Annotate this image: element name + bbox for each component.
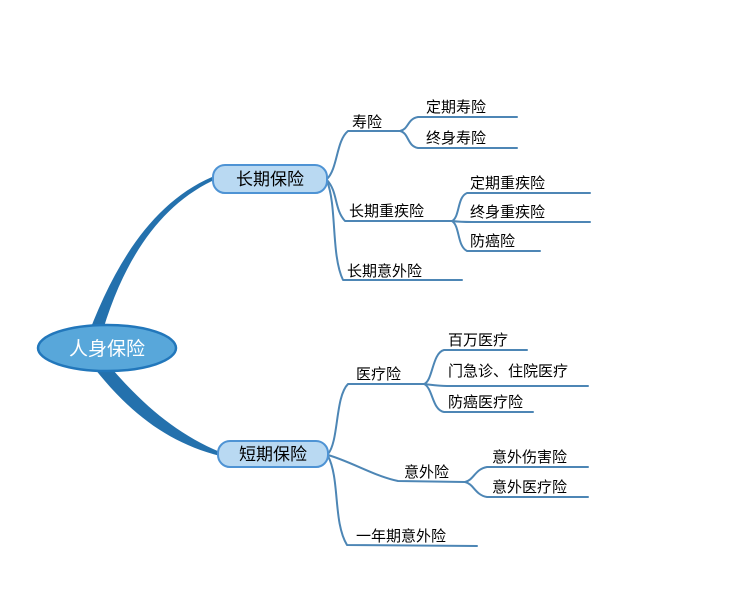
connector-cancer: [451, 220, 541, 252]
node-accidental-injury[interactable]: 意外伤害险: [492, 448, 567, 466]
root-node-shape[interactable]: [36, 323, 178, 373]
node-cancer-medical[interactable]: 防癌医疗险: [448, 394, 523, 411]
node-life-insurance[interactable]: 寿险: [352, 114, 382, 131]
node-one-year-accident[interactable]: 一年期意外险: [356, 527, 446, 545]
node-short-term-insurance-label: 短期保险: [239, 445, 307, 464]
connector-term-life: [399, 116, 518, 132]
connector-whole-life: [399, 130, 518, 149]
root-node-label: 人身保险: [69, 338, 145, 360]
node-cancer-insurance[interactable]: 防癌险: [470, 233, 515, 250]
root-node[interactable]: 人身保险: [36, 323, 178, 373]
connector-million-medical: [423, 349, 528, 385]
node-whole-life-critical-illness[interactable]: 终身重疾险: [470, 204, 545, 221]
node-term-critical-illness[interactable]: 定期重疾险: [470, 175, 545, 192]
connector-life-insurance: [326, 130, 401, 180]
connector-one-year-accident: [327, 455, 478, 547]
connector-whole-critical: [451, 220, 591, 223]
node-accident-insurance[interactable]: 意外险: [404, 463, 449, 481]
node-long-term-critical-illness[interactable]: 长期重疾险: [349, 203, 424, 220]
connector-cancer-medical: [423, 383, 534, 413]
node-long-term-insurance-label: 长期保险: [236, 170, 304, 189]
node-whole-life[interactable]: 终身寿险: [426, 130, 486, 147]
node-medical-insurance[interactable]: 医疗险: [356, 366, 401, 383]
node-million-medical[interactable]: 百万医疗: [448, 332, 508, 349]
node-accident-medical-insurance[interactable]: 意外医疗险: [492, 478, 567, 496]
node-long-term-insurance[interactable]: 长期保险: [212, 164, 328, 194]
branch-curve-short-term: [85, 352, 220, 456]
connector-outpatient-medical: [423, 383, 589, 387]
connector-term-critical: [451, 192, 591, 222]
node-short-term-insurance[interactable]: 短期保险: [217, 440, 329, 468]
node-term-life[interactable]: 定期寿险: [426, 99, 486, 116]
node-long-term-accident[interactable]: 长期意外险: [347, 262, 422, 280]
node-short-term-insurance-box[interactable]: [217, 440, 329, 468]
connector-accidental-injury: [464, 466, 589, 483]
connector-accident: [327, 454, 466, 483]
node-outpatient-hospitalization-medical[interactable]: 门急诊、住院医疗: [448, 362, 568, 380]
connector-accident-medical: [464, 481, 589, 498]
connector-long-term-accident: [326, 180, 463, 281]
node-long-term-insurance-box[interactable]: [212, 164, 328, 194]
connector-long-term-critical: [326, 179, 453, 222]
connector-medical: [327, 383, 425, 455]
